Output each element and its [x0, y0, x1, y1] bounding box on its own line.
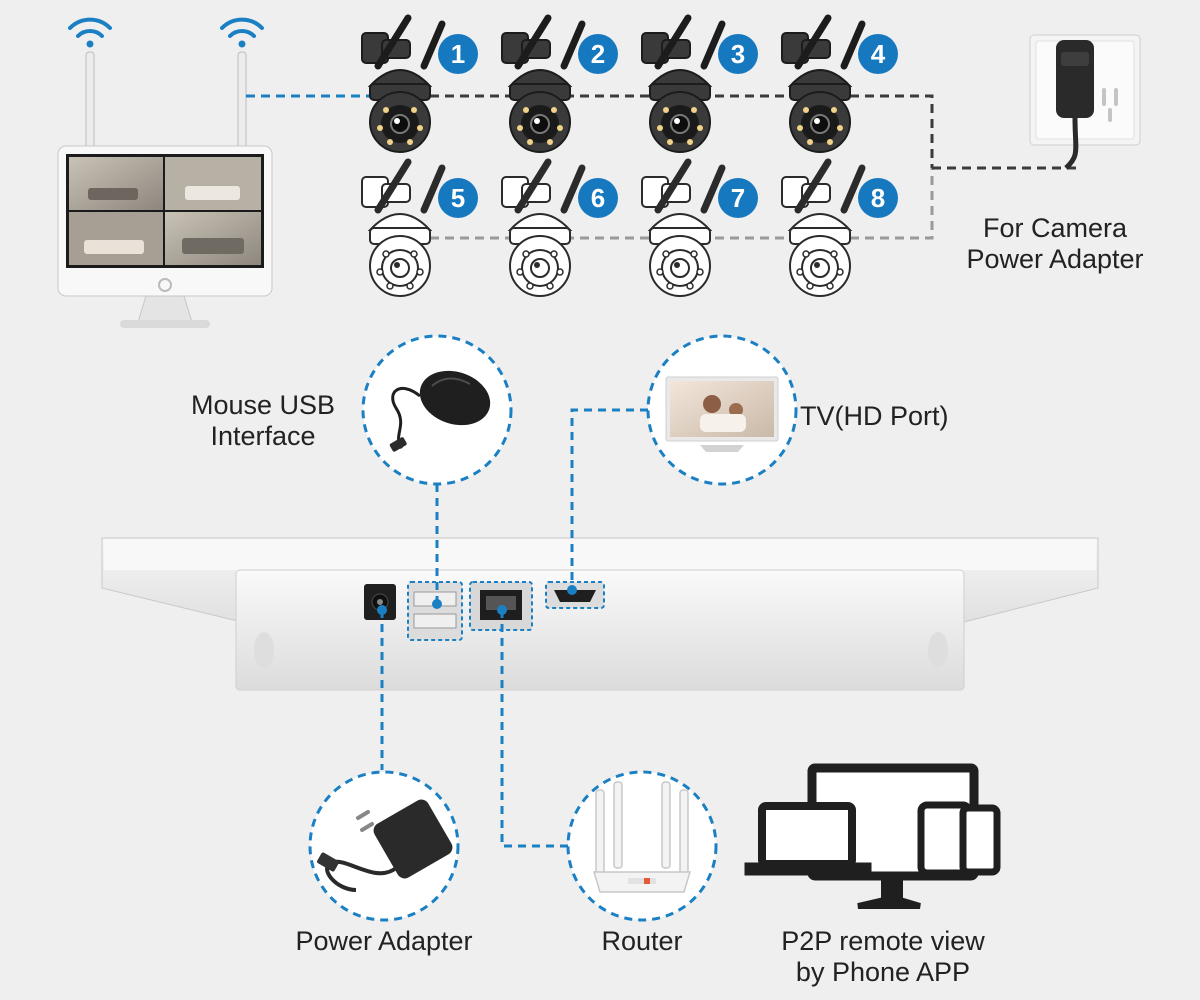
devices-icon: [744, 763, 1001, 909]
camera-2: 2: [501, 14, 618, 153]
tv-label: TV(HD Port): [800, 401, 949, 431]
camera-badge: [438, 34, 478, 74]
router-label: Router: [601, 926, 683, 956]
camera-badge: [858, 178, 898, 218]
tv-circle: [646, 334, 798, 486]
camera-badge: [578, 34, 618, 74]
nvr-monitor: [57, 17, 273, 328]
camera-number: 8: [871, 183, 885, 213]
camera-3: 3: [641, 14, 758, 153]
power-adapter-circle: [308, 770, 460, 922]
wifi-icon: [220, 17, 264, 48]
tv-icon: [665, 376, 779, 452]
camera-power-label-line1: For Camera: [982, 213, 1128, 243]
mouse-circle: [361, 334, 513, 486]
camera-number: 6: [591, 183, 605, 213]
camera-4: 4: [781, 14, 898, 153]
mouse-label: Mouse USB Interface: [168, 390, 358, 452]
camera-power-label-line2: Power Adapter: [966, 244, 1144, 274]
power-adapter-label: Power Adapter: [295, 926, 473, 956]
camera-5: 5: [361, 158, 478, 297]
mouse-label-line2: Interface: [210, 421, 316, 451]
camera-number: 7: [731, 183, 745, 213]
camera-grid: 1 2 3 4 5 6 7 8: [361, 14, 898, 297]
mouse-connector: [432, 484, 442, 609]
router-icon: [592, 781, 692, 893]
p2p-label-line2: by Phone APP: [795, 957, 971, 987]
power-adapter-icon: [317, 799, 453, 892]
camera-6: 6: [501, 158, 618, 297]
wifi-icon: [68, 17, 112, 48]
camera-number: 4: [871, 39, 886, 69]
nvr-back-panel: [101, 537, 1099, 691]
camera-number: 5: [451, 183, 465, 213]
router-connector: [500, 610, 570, 848]
mouse-icon: [389, 370, 491, 452]
camera-badge: [578, 178, 618, 218]
camera-power-label: For Camera Power Adapter: [950, 213, 1160, 275]
router-circle: [566, 770, 718, 922]
camera-8: 8: [781, 158, 898, 297]
camera-1: 1: [361, 14, 478, 153]
camera-badge: [438, 178, 478, 218]
mouse-label-line1: Mouse USB: [190, 390, 336, 420]
wall-outlet: [1029, 34, 1141, 170]
tv-connector: [567, 408, 648, 595]
p2p-label: P2P remote view by Phone APP: [758, 926, 1008, 988]
camera-7: 7: [641, 158, 758, 297]
camera-number: 2: [591, 39, 605, 69]
camera-number: 1: [451, 39, 465, 69]
camera-badge: [718, 178, 758, 218]
camera-number: 3: [731, 39, 745, 69]
p2p-label-line1: P2P remote view: [781, 926, 985, 956]
camera-badge: [858, 34, 898, 74]
camera-badge: [718, 34, 758, 74]
